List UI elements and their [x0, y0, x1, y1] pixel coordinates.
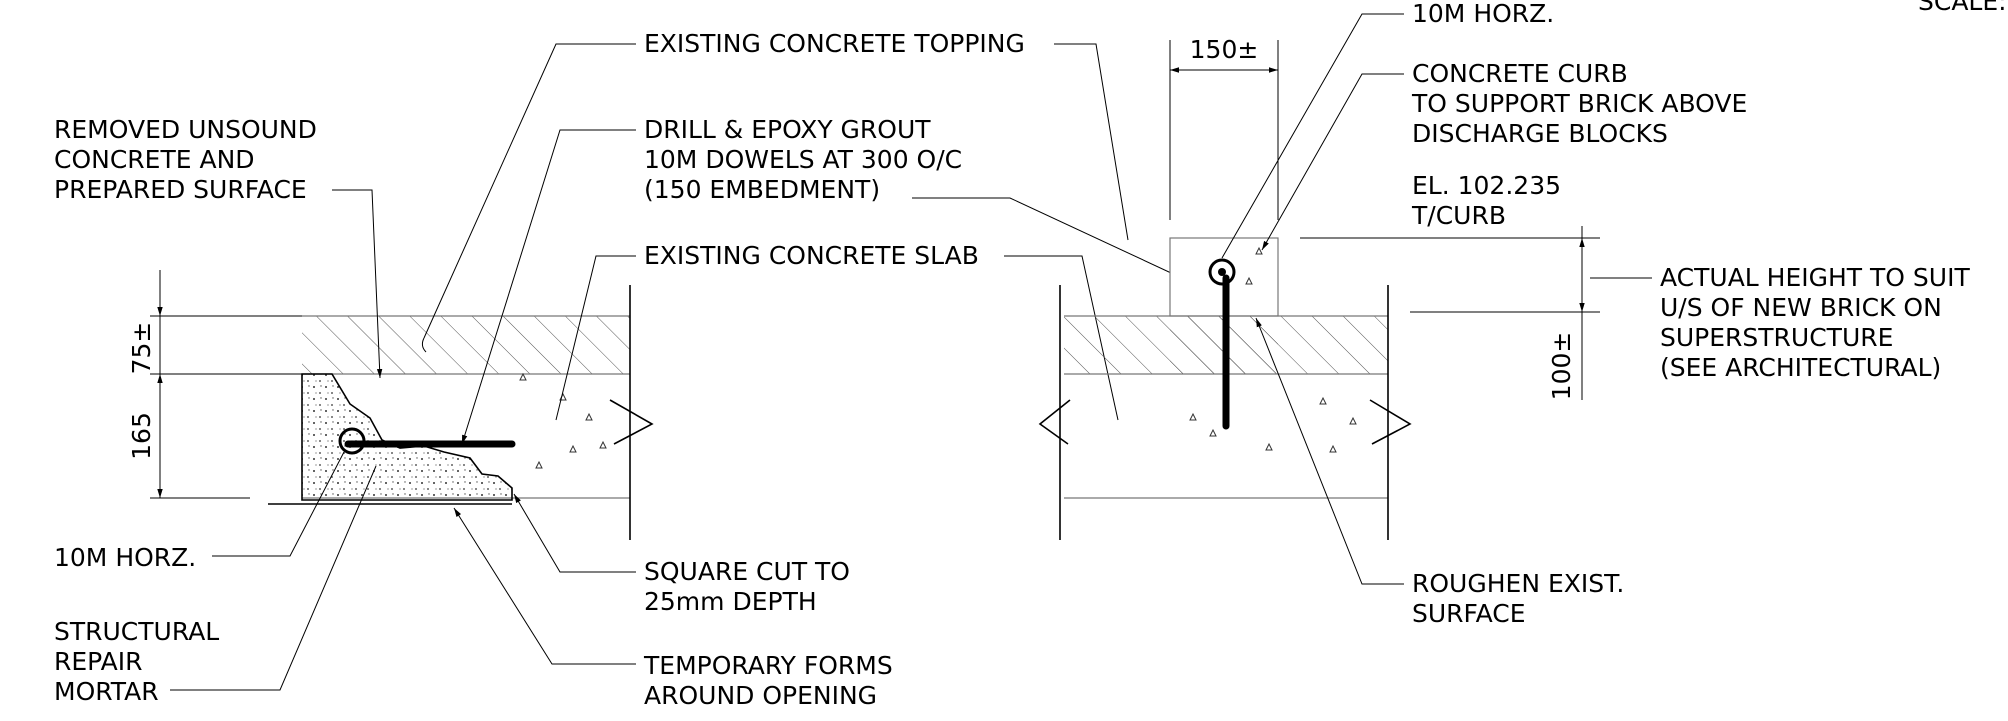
- dowels-label-1: DRILL & EPOXY GROUT: [644, 115, 931, 144]
- removed-unsound-label-1: REMOVED UNSOUND: [54, 115, 317, 144]
- square-cut-label-2: 25mm DEPTH: [644, 587, 817, 616]
- aggregate-marks-right: [1189, 246, 1357, 453]
- leader-slab: [555, 255, 636, 421]
- right-detail: 150± 100± 10M HORZ. CONCRETE CURB TO SUP…: [1038, 0, 1970, 628]
- roughen-label-2: SURFACE: [1412, 599, 1526, 628]
- forms-label-2: AROUND OPENING: [644, 681, 877, 710]
- dim-curb-height: 100±: [1547, 332, 1576, 401]
- leader-dowels: [461, 129, 636, 445]
- removed-unsound-label-2: CONCRETE AND: [54, 145, 255, 174]
- actual-height-label-3: SUPERSTRUCTURE: [1660, 323, 1893, 352]
- leader-horz-bar-right: [1221, 13, 1404, 259]
- leader-topping-right: [1054, 43, 1129, 241]
- curb-label-3: DISCHARGE BLOCKS: [1412, 119, 1668, 148]
- horz-bar-label-left: 10M HORZ.: [54, 543, 196, 572]
- repair-mortar-zone: [301, 373, 513, 501]
- horz-bar-section-right: [1208, 258, 1236, 286]
- leader-curb: [1261, 73, 1404, 251]
- square-cut-label-1: SQUARE CUT TO: [644, 557, 850, 586]
- leader-dowels-right: [912, 197, 1213, 293]
- leader-mortar: [170, 465, 377, 691]
- curb-width-dim: 150±: [1190, 35, 1259, 64]
- horz-bar-label-right: 10M HORZ.: [1412, 0, 1554, 28]
- leader-roughen: [1255, 317, 1404, 585]
- dowels-label-3: (150 EMBEDMENT): [644, 175, 880, 204]
- actual-height-label-4: (SEE ARCHITECTURAL): [1660, 353, 1941, 382]
- actual-height-label-1: ACTUAL HEIGHT TO SUIT: [1660, 263, 1970, 292]
- leader-topping: [423, 43, 636, 339]
- dim-topping-text: 75±: [127, 322, 156, 375]
- scale-fragment: SCALE:: [1918, 0, 2007, 16]
- mortar-label-1: STRUCTURAL: [54, 617, 219, 646]
- leader-removed-unsound: [332, 189, 383, 379]
- aggregate-marks: [519, 372, 607, 469]
- existing-topping-label: EXISTING CONCRETE TOPPING: [644, 29, 1025, 58]
- mortar-label-2: REPAIR: [54, 647, 143, 676]
- leader-horz-bar-left: [212, 451, 345, 557]
- removed-unsound-label-3: PREPARED SURFACE: [54, 175, 307, 204]
- leader-square-cut: [513, 493, 636, 573]
- leader-forms: [453, 507, 636, 665]
- curb-label-2: TO SUPPORT BRICK ABOVE: [1411, 89, 1747, 118]
- elevation-label-1: EL. 102.235: [1412, 171, 1561, 200]
- roughen-label-1: ROUGHEN EXIST.: [1412, 569, 1624, 598]
- existing-topping-hatch: [302, 316, 630, 374]
- curb-label-1: CONCRETE CURB: [1412, 59, 1628, 88]
- existing-slab-label: EXISTING CONCRETE SLAB: [644, 241, 979, 270]
- horz-bar-section: [338, 427, 366, 455]
- left-detail: 75± 165 REMOVED UNSOUND CONCRETE AND PRE…: [54, 29, 1213, 710]
- mortar-label-3: MORTAR: [54, 677, 159, 706]
- break-line: [609, 399, 654, 445]
- forms-label-1: TEMPORARY FORMS: [643, 651, 893, 680]
- dim-slab-text: 165: [127, 412, 156, 460]
- dowels-label-2: 10M DOWELS AT 300 O/C: [644, 145, 962, 174]
- elevation-label-2: T/CURB: [1411, 201, 1506, 230]
- actual-height-label-2: U/S OF NEW BRICK ON: [1660, 293, 1942, 322]
